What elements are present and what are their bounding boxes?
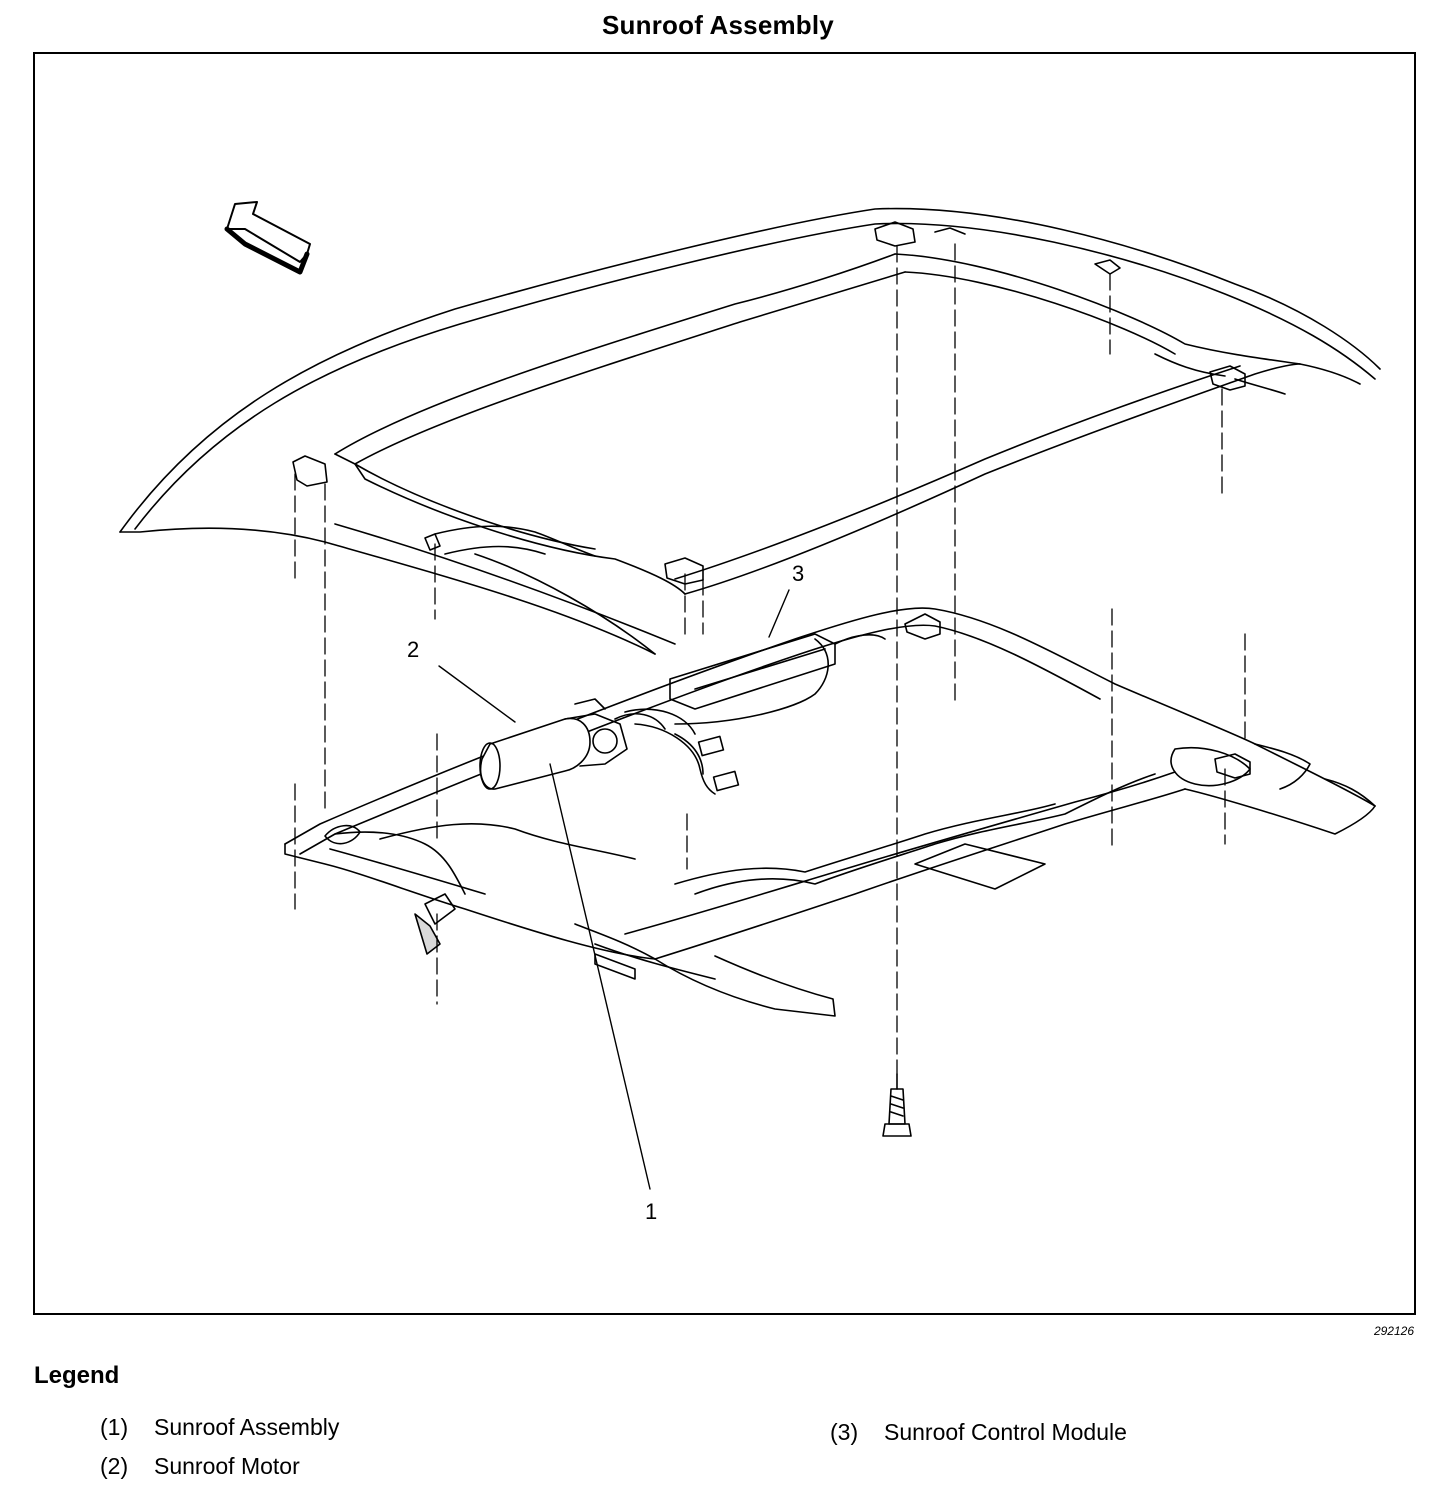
legend-label: Sunroof Control Module xyxy=(884,1419,1127,1445)
sunroof-frame xyxy=(284,607,1376,1017)
legend-item: (3) Sunroof Control Module xyxy=(830,1419,1127,1446)
bolt-icon xyxy=(882,1073,912,1137)
legend-number: (1) xyxy=(100,1414,129,1440)
sunroof-motor xyxy=(479,698,740,795)
alignment-lines xyxy=(294,243,1246,1075)
diagram-frame: 2 3 1 xyxy=(33,52,1416,1315)
diagram-title: Sunroof Assembly xyxy=(602,10,834,40)
sunroof-control-module xyxy=(669,633,886,725)
callout-1: 1 xyxy=(645,1199,657,1224)
forward-arrow-icon xyxy=(224,201,311,275)
legend-label: Sunroof Motor xyxy=(154,1453,300,1479)
legend-item: (1) Sunroof Assembly xyxy=(100,1414,339,1441)
legend-number: (3) xyxy=(830,1419,859,1445)
callout-3: 3 xyxy=(792,561,804,586)
legend-number: (2) xyxy=(100,1453,129,1479)
leader-lines xyxy=(438,589,790,1190)
roof-panel xyxy=(119,207,1381,655)
legend-label: Sunroof Assembly xyxy=(154,1414,340,1440)
figure-id: 292126 xyxy=(1373,1324,1414,1338)
sunroof-exploded-view: 2 3 1 xyxy=(119,201,1381,1224)
callout-2: 2 xyxy=(407,637,419,662)
legend-item: (2) Sunroof Motor xyxy=(100,1453,300,1480)
legend-heading: Legend xyxy=(34,1362,120,1389)
